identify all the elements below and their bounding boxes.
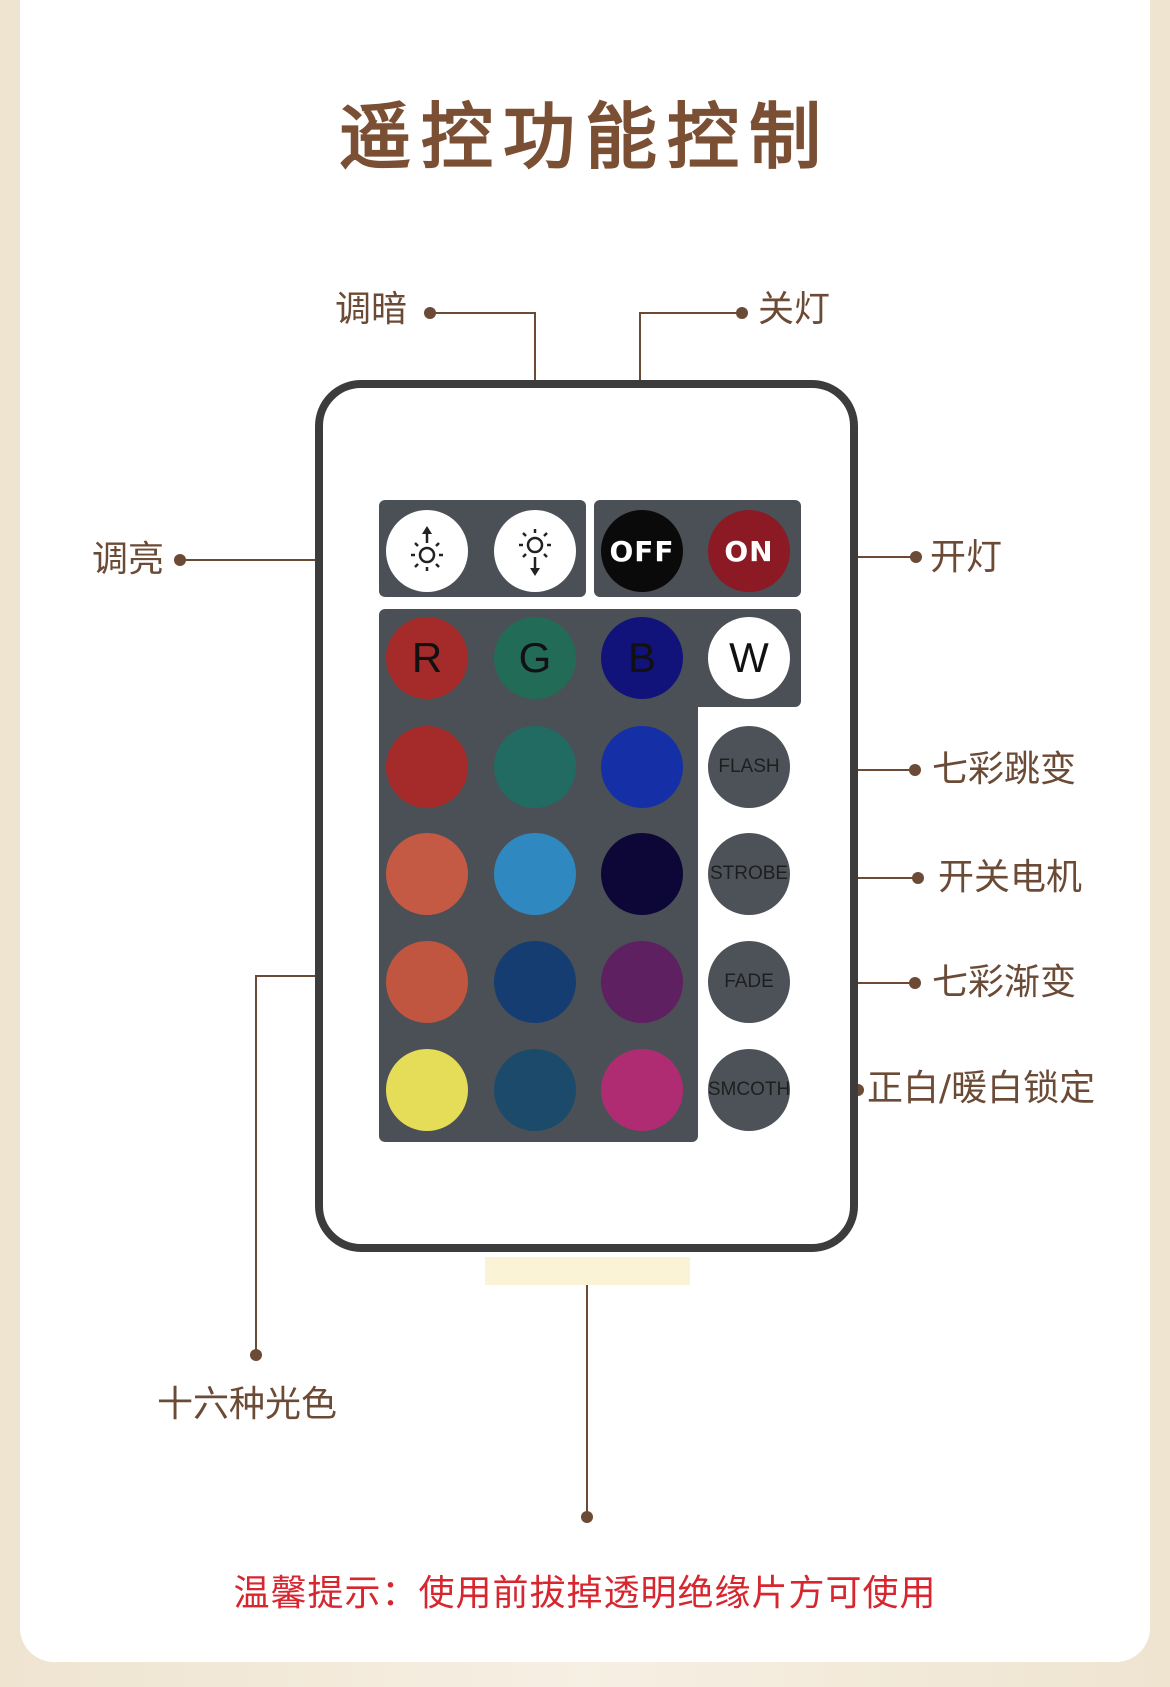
brightness-up-button[interactable] [386, 510, 468, 592]
color-button[interactable] [601, 833, 683, 915]
notice-text: 温馨提示：使用前拔掉透明绝缘片方可使用 [233, 1573, 937, 1614]
color-button[interactable] [494, 726, 576, 808]
on-button-label: ON [724, 534, 774, 568]
green-button[interactable]: G [494, 617, 576, 699]
brightness-up-icon [411, 526, 443, 571]
strobe-button-label: STROBE [709, 863, 789, 884]
brightness-down-icon [519, 529, 551, 576]
label-sixteen-colors: 十六种光色 [157, 1384, 338, 1425]
label-flash: 七彩跳变 [932, 749, 1077, 790]
label-dim: 调暗 [335, 289, 408, 330]
color-button[interactable] [386, 833, 468, 915]
off-button[interactable]: OFF [601, 510, 683, 592]
label-off: 关灯 [758, 289, 831, 330]
off-button-label: OFF [609, 534, 675, 568]
flash-button-label: FLASH [718, 756, 780, 777]
color-button[interactable] [386, 1049, 468, 1131]
white-button[interactable]: W [708, 617, 790, 699]
battery-insulation-tab [485, 1257, 690, 1285]
green-button-label: G [518, 634, 552, 681]
on-button[interactable]: ON [708, 510, 790, 592]
red-button[interactable]: R [386, 617, 468, 699]
fade-button[interactable]: FADE [708, 941, 790, 1023]
color-button[interactable] [494, 941, 576, 1023]
color-button[interactable] [601, 941, 683, 1023]
label-bright: 调亮 [92, 539, 165, 580]
smooth-button-label: SMCOTH [707, 1079, 791, 1100]
flash-button[interactable]: FLASH [708, 726, 790, 808]
label-on: 开灯 [930, 537, 1003, 578]
color-button[interactable] [494, 1049, 576, 1131]
color-button[interactable] [601, 1049, 683, 1131]
brightness-down-button[interactable] [494, 510, 576, 592]
strobe-button[interactable]: STROBE [708, 833, 790, 915]
blue-button[interactable]: B [601, 617, 683, 699]
white-button-label: W [729, 634, 769, 681]
color-button[interactable] [386, 726, 468, 808]
label-fade: 七彩渐变 [932, 962, 1077, 1003]
color-button[interactable] [386, 941, 468, 1023]
red-button-label: R [411, 634, 443, 681]
fade-button-label: FADE [724, 971, 774, 992]
smooth-button[interactable]: SMCOTH [708, 1049, 790, 1131]
label-smooth: 正白/暖白锁定 [867, 1068, 1096, 1109]
page-title: 遥控功能控制 [338, 95, 831, 179]
color-button[interactable] [601, 726, 683, 808]
blue-button-label: B [627, 634, 656, 681]
label-strobe: 开关电机 [938, 857, 1083, 898]
color-button[interactable] [494, 833, 576, 915]
